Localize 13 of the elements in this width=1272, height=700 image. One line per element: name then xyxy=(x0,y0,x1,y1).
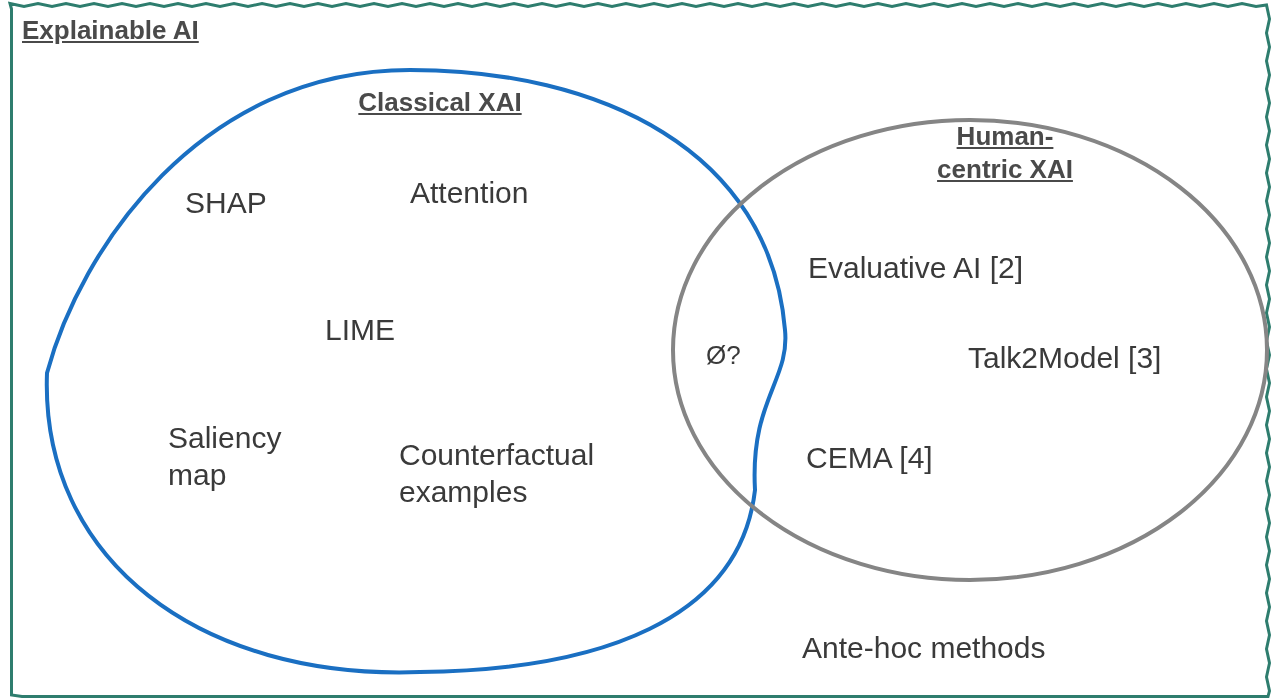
method-label: Talk2Model [3] xyxy=(968,340,1163,376)
method-label: LIME xyxy=(325,312,397,348)
method-label: Ante-hoc methods xyxy=(802,630,1047,666)
method-label: CEMA [4] xyxy=(806,440,934,476)
overlap-label: Ø? xyxy=(706,340,741,372)
method-label: Counterfactual examples xyxy=(399,437,596,510)
method-label: Attention xyxy=(410,175,530,211)
method-label: SHAP xyxy=(185,185,268,221)
method-label: Saliency map xyxy=(168,420,283,493)
set-heading: Explainable AI xyxy=(22,14,200,47)
set-heading: Classical XAI xyxy=(357,86,523,119)
set-heading: Human-centric XAI xyxy=(936,120,1074,185)
method-label: Evaluative AI [2] xyxy=(808,250,1025,286)
